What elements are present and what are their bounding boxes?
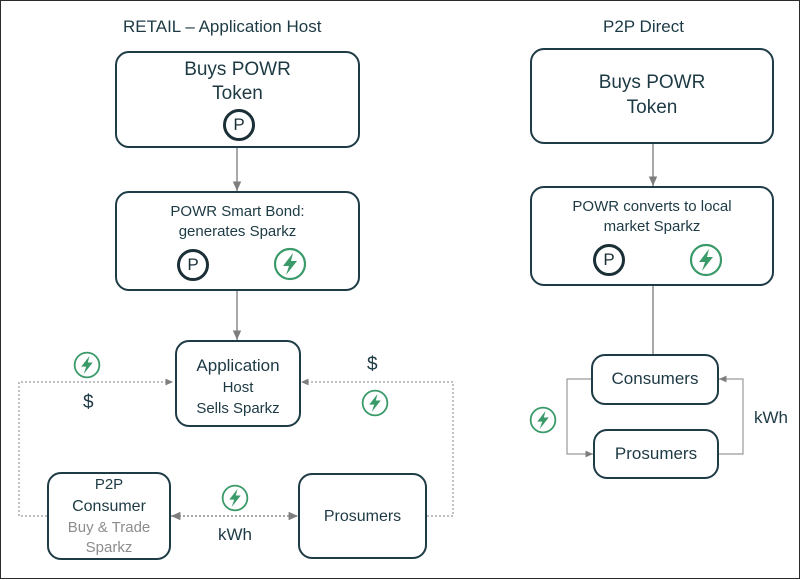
p2p-consumer-box: P2P Consumer Buy & Trade Sparkz — [47, 472, 171, 560]
retail-title: RETAIL – Application Host — [123, 17, 322, 36]
p2p-prosumers-label: Prosumers — [614, 444, 698, 463]
lightning-bolt-icon — [273, 247, 307, 281]
retail-bond-line2: generates Sparkz — [178, 223, 297, 240]
p2p-consumers-label: Consumers — [611, 369, 699, 388]
retail-kwh-label: kWh — [218, 525, 252, 544]
line-prosumers-to-consumers — [719, 375, 744, 455]
consumer-line4: Sparkz — [85, 539, 133, 556]
p2p-convert-line2: market Sparkz — [603, 218, 701, 235]
p2p-title: P2P Direct — [603, 17, 684, 36]
dollar-label-right: $ — [367, 354, 378, 375]
consumer-line3: Buy & Trade — [67, 519, 151, 536]
lightning-bolt-icon — [529, 406, 557, 434]
retail-prosumers-box: Prosumers — [298, 473, 427, 559]
p2p-buys-line1: Buys POWR — [598, 72, 706, 93]
lightning-bolt-icon — [73, 351, 101, 379]
retail-buys-line1: Buys POWR — [184, 59, 291, 80]
p-token-icon: P — [223, 109, 255, 141]
line-consumers-to-prosumers — [566, 378, 593, 458]
p2p-kwh-label: kWh — [754, 408, 788, 427]
retail-bond-line1: POWR Smart Bond: — [170, 203, 305, 220]
p-token-icon: P — [593, 244, 625, 276]
lightning-bolt-icon — [361, 389, 389, 417]
dollar-label-left: $ — [83, 392, 94, 413]
host-line2: Host — [222, 379, 254, 396]
p2p-buys-line2: Token — [626, 97, 678, 118]
retail-prosumers-label: Prosumers — [323, 508, 402, 525]
host-line3: Sells Sparkz — [196, 400, 280, 417]
retail-buys-powr-box: Buys POWR Token P — [115, 51, 360, 148]
line-prosumers-to-host — [301, 378, 454, 517]
host-line1: Application — [196, 356, 280, 375]
p2p-prosumers-box: Prosumers — [593, 429, 719, 479]
p2p-convert-line1: POWR converts to local — [572, 198, 732, 215]
retail-buys-line2: Token — [212, 83, 263, 104]
p2p-convert-box: POWR converts to local market Sparkz P — [530, 186, 774, 286]
p2p-buys-powr-box: Buys POWR Token — [530, 48, 774, 144]
line-consumer-to-host — [18, 378, 173, 517]
p-token-icon: P — [177, 249, 209, 281]
p2p-consumers-box: Consumers — [591, 354, 719, 405]
lightning-bolt-icon — [689, 243, 723, 277]
application-host-box: Application Host Sells Sparkz — [175, 340, 301, 427]
lightning-bolt-icon — [221, 484, 249, 512]
consumer-line1: P2P — [94, 476, 124, 493]
consumer-line2: Consumer — [72, 498, 146, 515]
retail-smart-bond-box: POWR Smart Bond: generates Sparkz P — [115, 191, 360, 291]
